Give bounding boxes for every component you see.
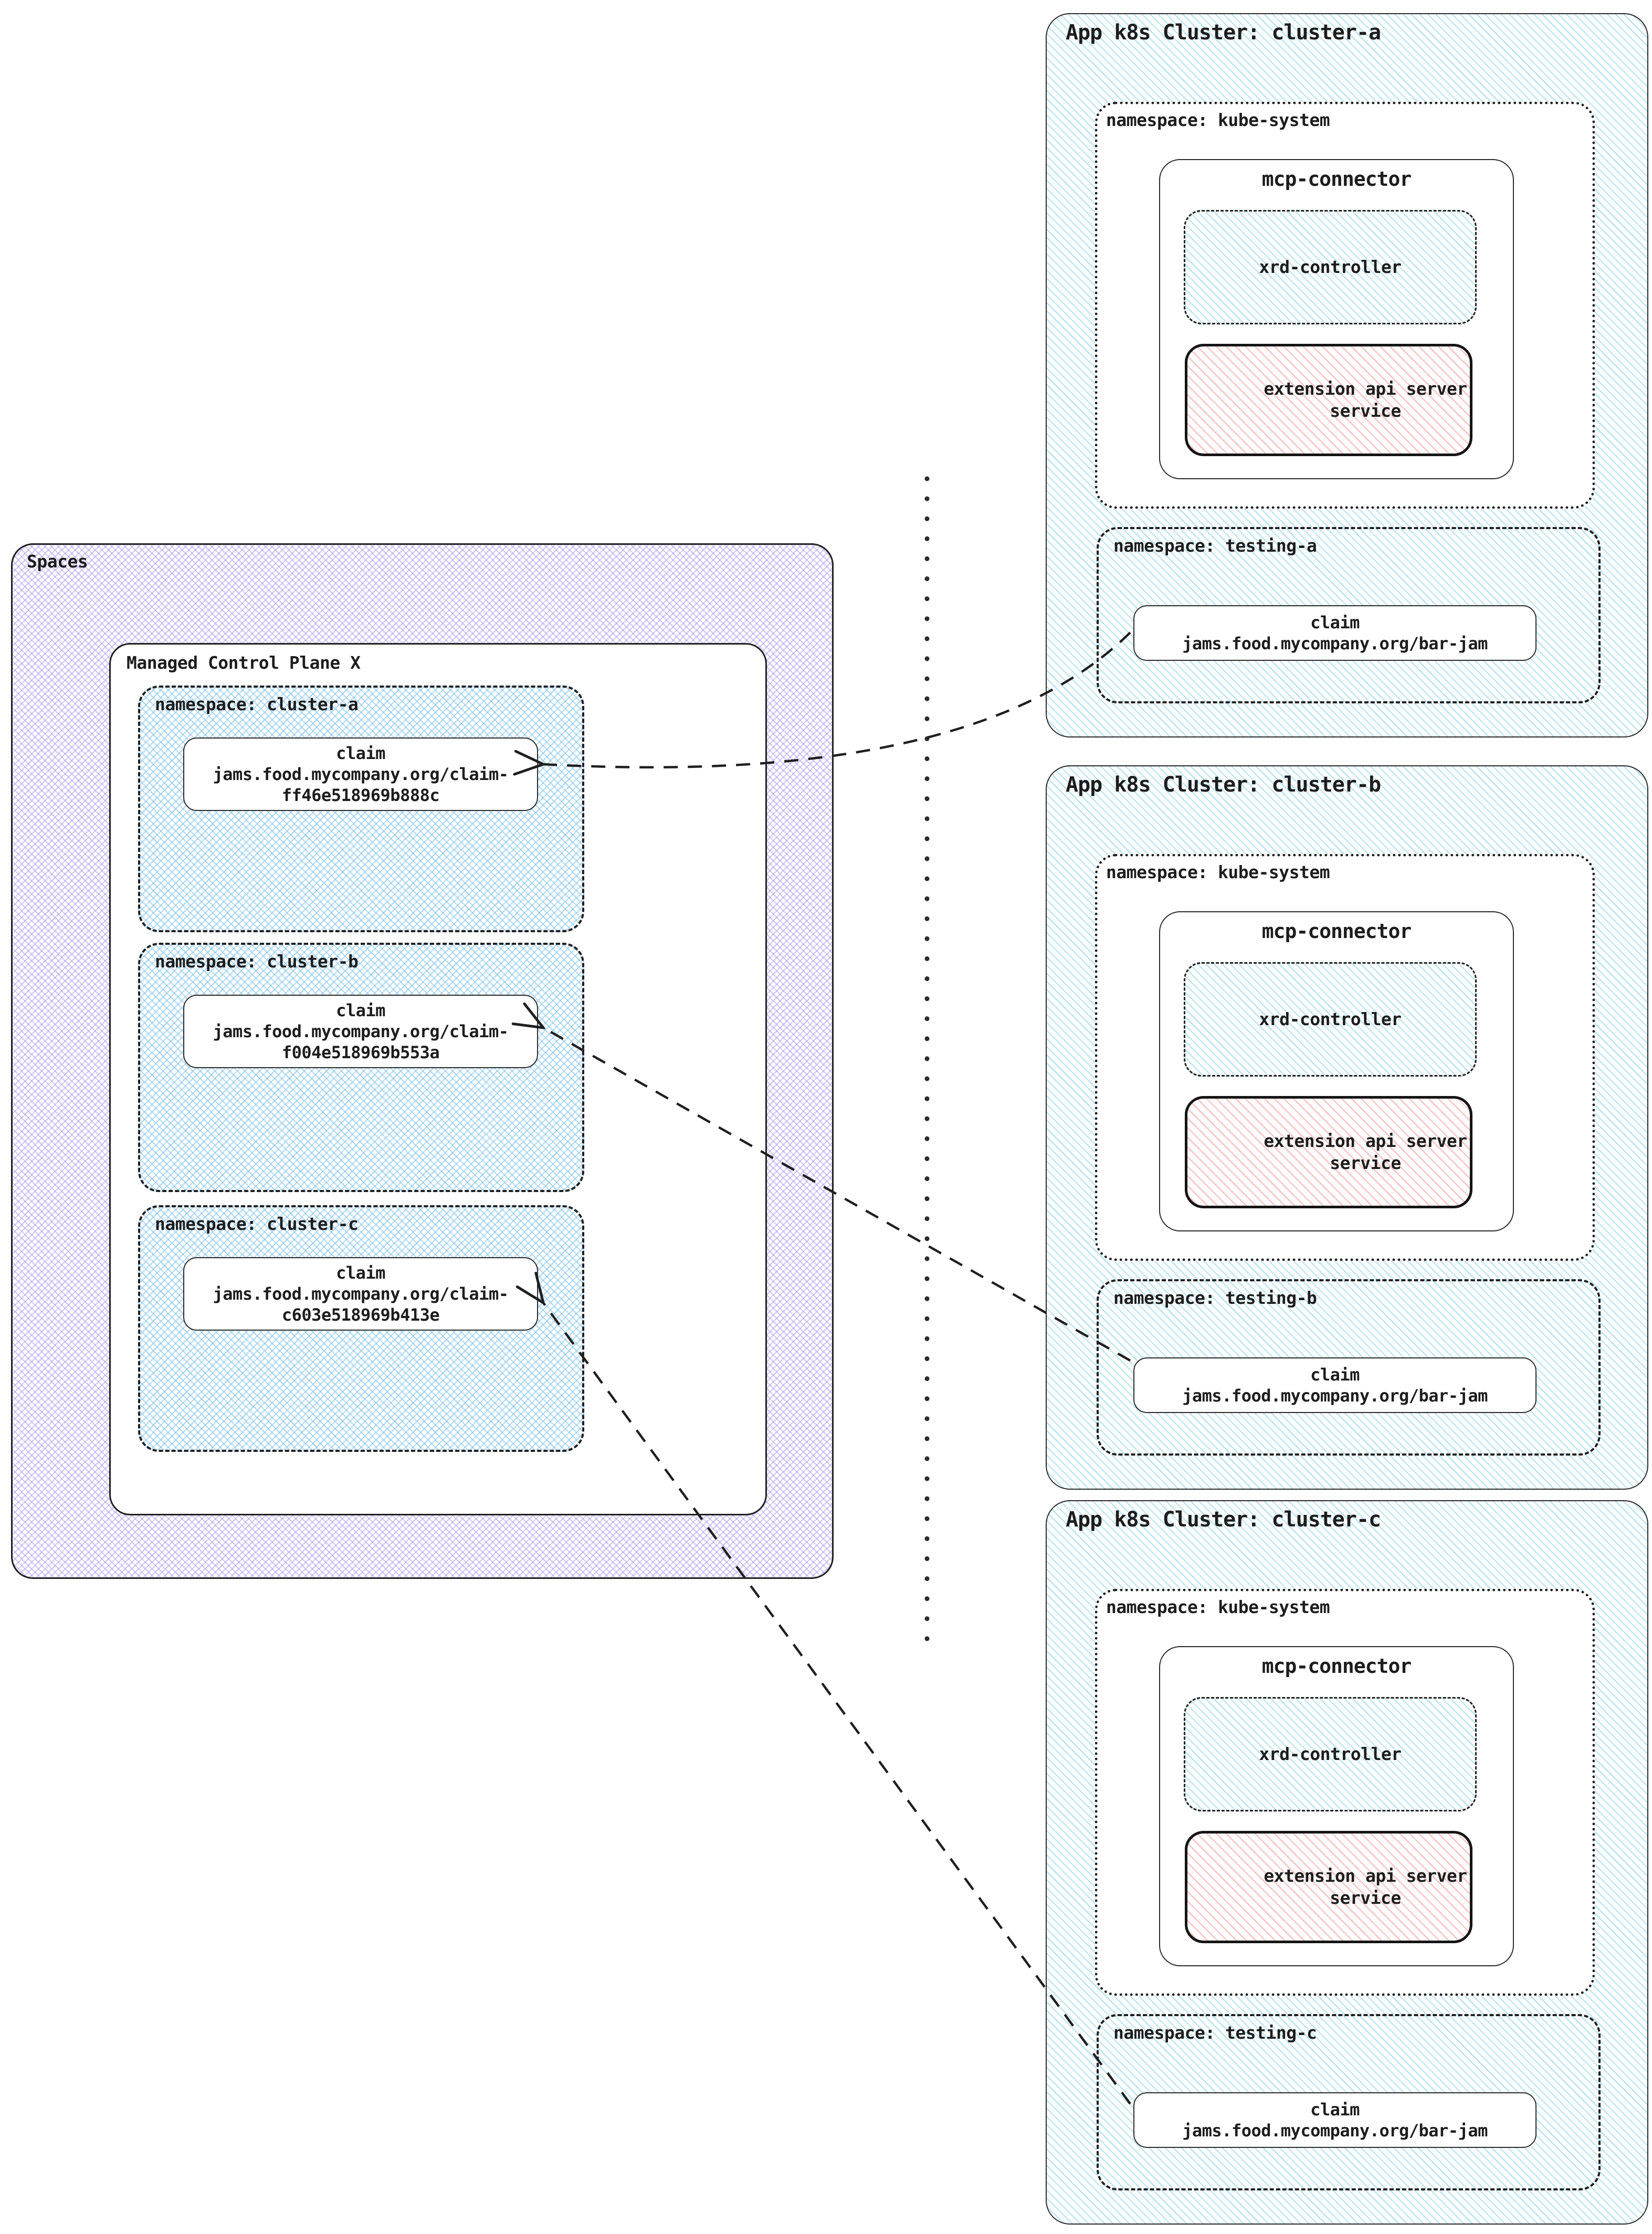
namespace-cluster-b-label: namespace: cluster-b xyxy=(155,951,359,972)
namespace-cluster-a-box: namespace: cluster-a claim jams.food.myc… xyxy=(138,686,584,932)
cluster-c-testing-claim-text: claim jams.food.mycompany.org/bar-jam xyxy=(1134,2093,1535,2147)
claim-cluster-b-box: claim jams.food.mycompany.org/claim- f00… xyxy=(183,995,538,1068)
cluster-a-title: App k8s Cluster: cluster-a xyxy=(1066,20,1381,45)
cluster-b-mcp-connector-label: mcp-connector xyxy=(1261,920,1412,943)
namespace-cluster-b-box: namespace: cluster-b claim jams.food.myc… xyxy=(138,943,584,1192)
claim-title: claim xyxy=(336,1000,385,1020)
cluster-b-box: App k8s Cluster: cluster-b namespace: ku… xyxy=(1046,765,1648,1490)
cluster-b-xrd-controller-label: xrd-controller xyxy=(1259,1009,1402,1029)
cluster-c-box: App k8s Cluster: cluster-c namespace: ku… xyxy=(1046,1500,1648,2225)
cluster-a-extension-api-server-label: extension api server service xyxy=(1264,378,1467,421)
claim-line2: f004e518969b553a xyxy=(281,1042,440,1062)
claim-title: claim xyxy=(336,1263,385,1283)
cluster-b-title: App k8s Cluster: cluster-b xyxy=(1066,773,1381,797)
cluster-a-xrd-controller-box: xrd-controller xyxy=(1184,210,1477,324)
claim-title: claim xyxy=(336,743,385,763)
cluster-c-extension-api-server-box: extension api server service xyxy=(1185,1831,1472,1943)
cluster-c-testing-box: namespace: testing-c claim jams.food.myc… xyxy=(1097,2014,1601,2190)
cluster-a-testing-claim-text: claim jams.food.mycompany.org/bar-jam xyxy=(1134,606,1535,660)
managed-control-plane-label: Managed Control Plane X xyxy=(127,652,361,673)
cluster-b-testing-claim-box: claim jams.food.mycompany.org/bar-jam xyxy=(1133,1357,1537,1413)
cluster-b-mcp-connector-box: mcp-connector xrd-controller extension a… xyxy=(1159,911,1514,1231)
namespace-cluster-c-label: namespace: cluster-c xyxy=(155,1214,359,1234)
cluster-c-title: App k8s Cluster: cluster-c xyxy=(1066,1508,1381,1532)
claim-title: claim xyxy=(1310,613,1360,633)
cluster-b-testing-label: namespace: testing-b xyxy=(1113,1288,1317,1308)
claim-line2: ff46e518969b888c xyxy=(281,785,440,805)
cluster-b-xrd-controller-box: xrd-controller xyxy=(1184,962,1477,1077)
namespace-cluster-a-label: namespace: cluster-a xyxy=(155,694,359,714)
cluster-c-testing-label: namespace: testing-c xyxy=(1113,2022,1317,2043)
cluster-a-box: App k8s Cluster: cluster-a namespace: ku… xyxy=(1046,13,1648,737)
cluster-a-mcp-connector-box: mcp-connector xrd-controller extension a… xyxy=(1159,159,1514,479)
claim-cluster-a-text: claim jams.food.mycompany.org/claim- ff4… xyxy=(184,739,537,810)
cluster-b-testing-claim-text: claim jams.food.mycompany.org/bar-jam xyxy=(1134,1358,1535,1412)
cluster-b-kube-system-box: namespace: kube-system mcp-connector xrd… xyxy=(1095,854,1595,1261)
claim-cluster-a-box: claim jams.food.mycompany.org/claim- ff4… xyxy=(183,737,538,811)
cluster-a-kube-system-box: namespace: kube-system mcp-connector xrd… xyxy=(1095,102,1595,509)
cluster-a-testing-label: namespace: testing-a xyxy=(1113,535,1317,556)
claim-value: jams.food.mycompany.org/bar-jam xyxy=(1182,1386,1488,1406)
namespace-cluster-c-box: namespace: cluster-c claim jams.food.myc… xyxy=(138,1205,584,1452)
claim-cluster-c-text: claim jams.food.mycompany.org/claim- c60… xyxy=(184,1258,537,1330)
claim-line1: jams.food.mycompany.org/claim- xyxy=(213,1284,509,1304)
cluster-c-xrd-controller-box: xrd-controller xyxy=(1184,1697,1477,1811)
cluster-a-xrd-controller-label: xrd-controller xyxy=(1259,257,1402,277)
spaces-box: Spaces Managed Control Plane X namespace… xyxy=(11,543,834,1579)
cluster-c-mcp-connector-box: mcp-connector xrd-controller extension a… xyxy=(1159,1646,1514,1966)
claim-line1: jams.food.mycompany.org/claim- xyxy=(213,1021,509,1041)
cluster-c-xrd-controller-label: xrd-controller xyxy=(1259,1744,1402,1764)
claim-cluster-c-box: claim jams.food.mycompany.org/claim- c60… xyxy=(183,1257,538,1331)
cluster-c-kube-system-box: namespace: kube-system mcp-connector xrd… xyxy=(1095,1589,1595,1996)
cluster-a-testing-box: namespace: testing-a claim jams.food.myc… xyxy=(1097,527,1601,703)
cluster-b-testing-box: namespace: testing-b claim jams.food.myc… xyxy=(1097,1279,1601,1456)
claim-value: jams.food.mycompany.org/bar-jam xyxy=(1182,2121,1488,2141)
cluster-a-kube-system-label: namespace: kube-system xyxy=(1106,110,1330,130)
claim-title: claim xyxy=(1310,2100,1360,2120)
claim-line1: jams.food.mycompany.org/claim- xyxy=(213,764,509,784)
claim-value: jams.food.mycompany.org/bar-jam xyxy=(1182,634,1488,654)
spaces-label: Spaces xyxy=(27,551,88,572)
claim-line2: c603e518969b413e xyxy=(281,1305,440,1325)
cluster-a-testing-claim-box: claim jams.food.mycompany.org/bar-jam xyxy=(1133,605,1537,661)
cluster-c-testing-claim-box: claim jams.food.mycompany.org/bar-jam xyxy=(1133,2092,1537,2148)
cluster-c-kube-system-label: namespace: kube-system xyxy=(1106,1597,1330,1617)
cluster-b-kube-system-label: namespace: kube-system xyxy=(1106,862,1330,882)
managed-control-plane-box: Managed Control Plane X namespace: clust… xyxy=(109,643,767,1515)
cluster-b-extension-api-server-label: extension api server service xyxy=(1264,1131,1467,1173)
cluster-a-extension-api-server-box: extension api server service xyxy=(1185,344,1472,456)
claim-cluster-b-text: claim jams.food.mycompany.org/claim- f00… xyxy=(184,996,537,1067)
cluster-c-extension-api-server-label: extension api server service xyxy=(1264,1866,1467,1908)
cluster-b-extension-api-server-box: extension api server service xyxy=(1185,1096,1472,1208)
cluster-a-mcp-connector-label: mcp-connector xyxy=(1261,167,1412,191)
claim-title: claim xyxy=(1310,1365,1360,1385)
cluster-c-mcp-connector-label: mcp-connector xyxy=(1261,1655,1412,1678)
